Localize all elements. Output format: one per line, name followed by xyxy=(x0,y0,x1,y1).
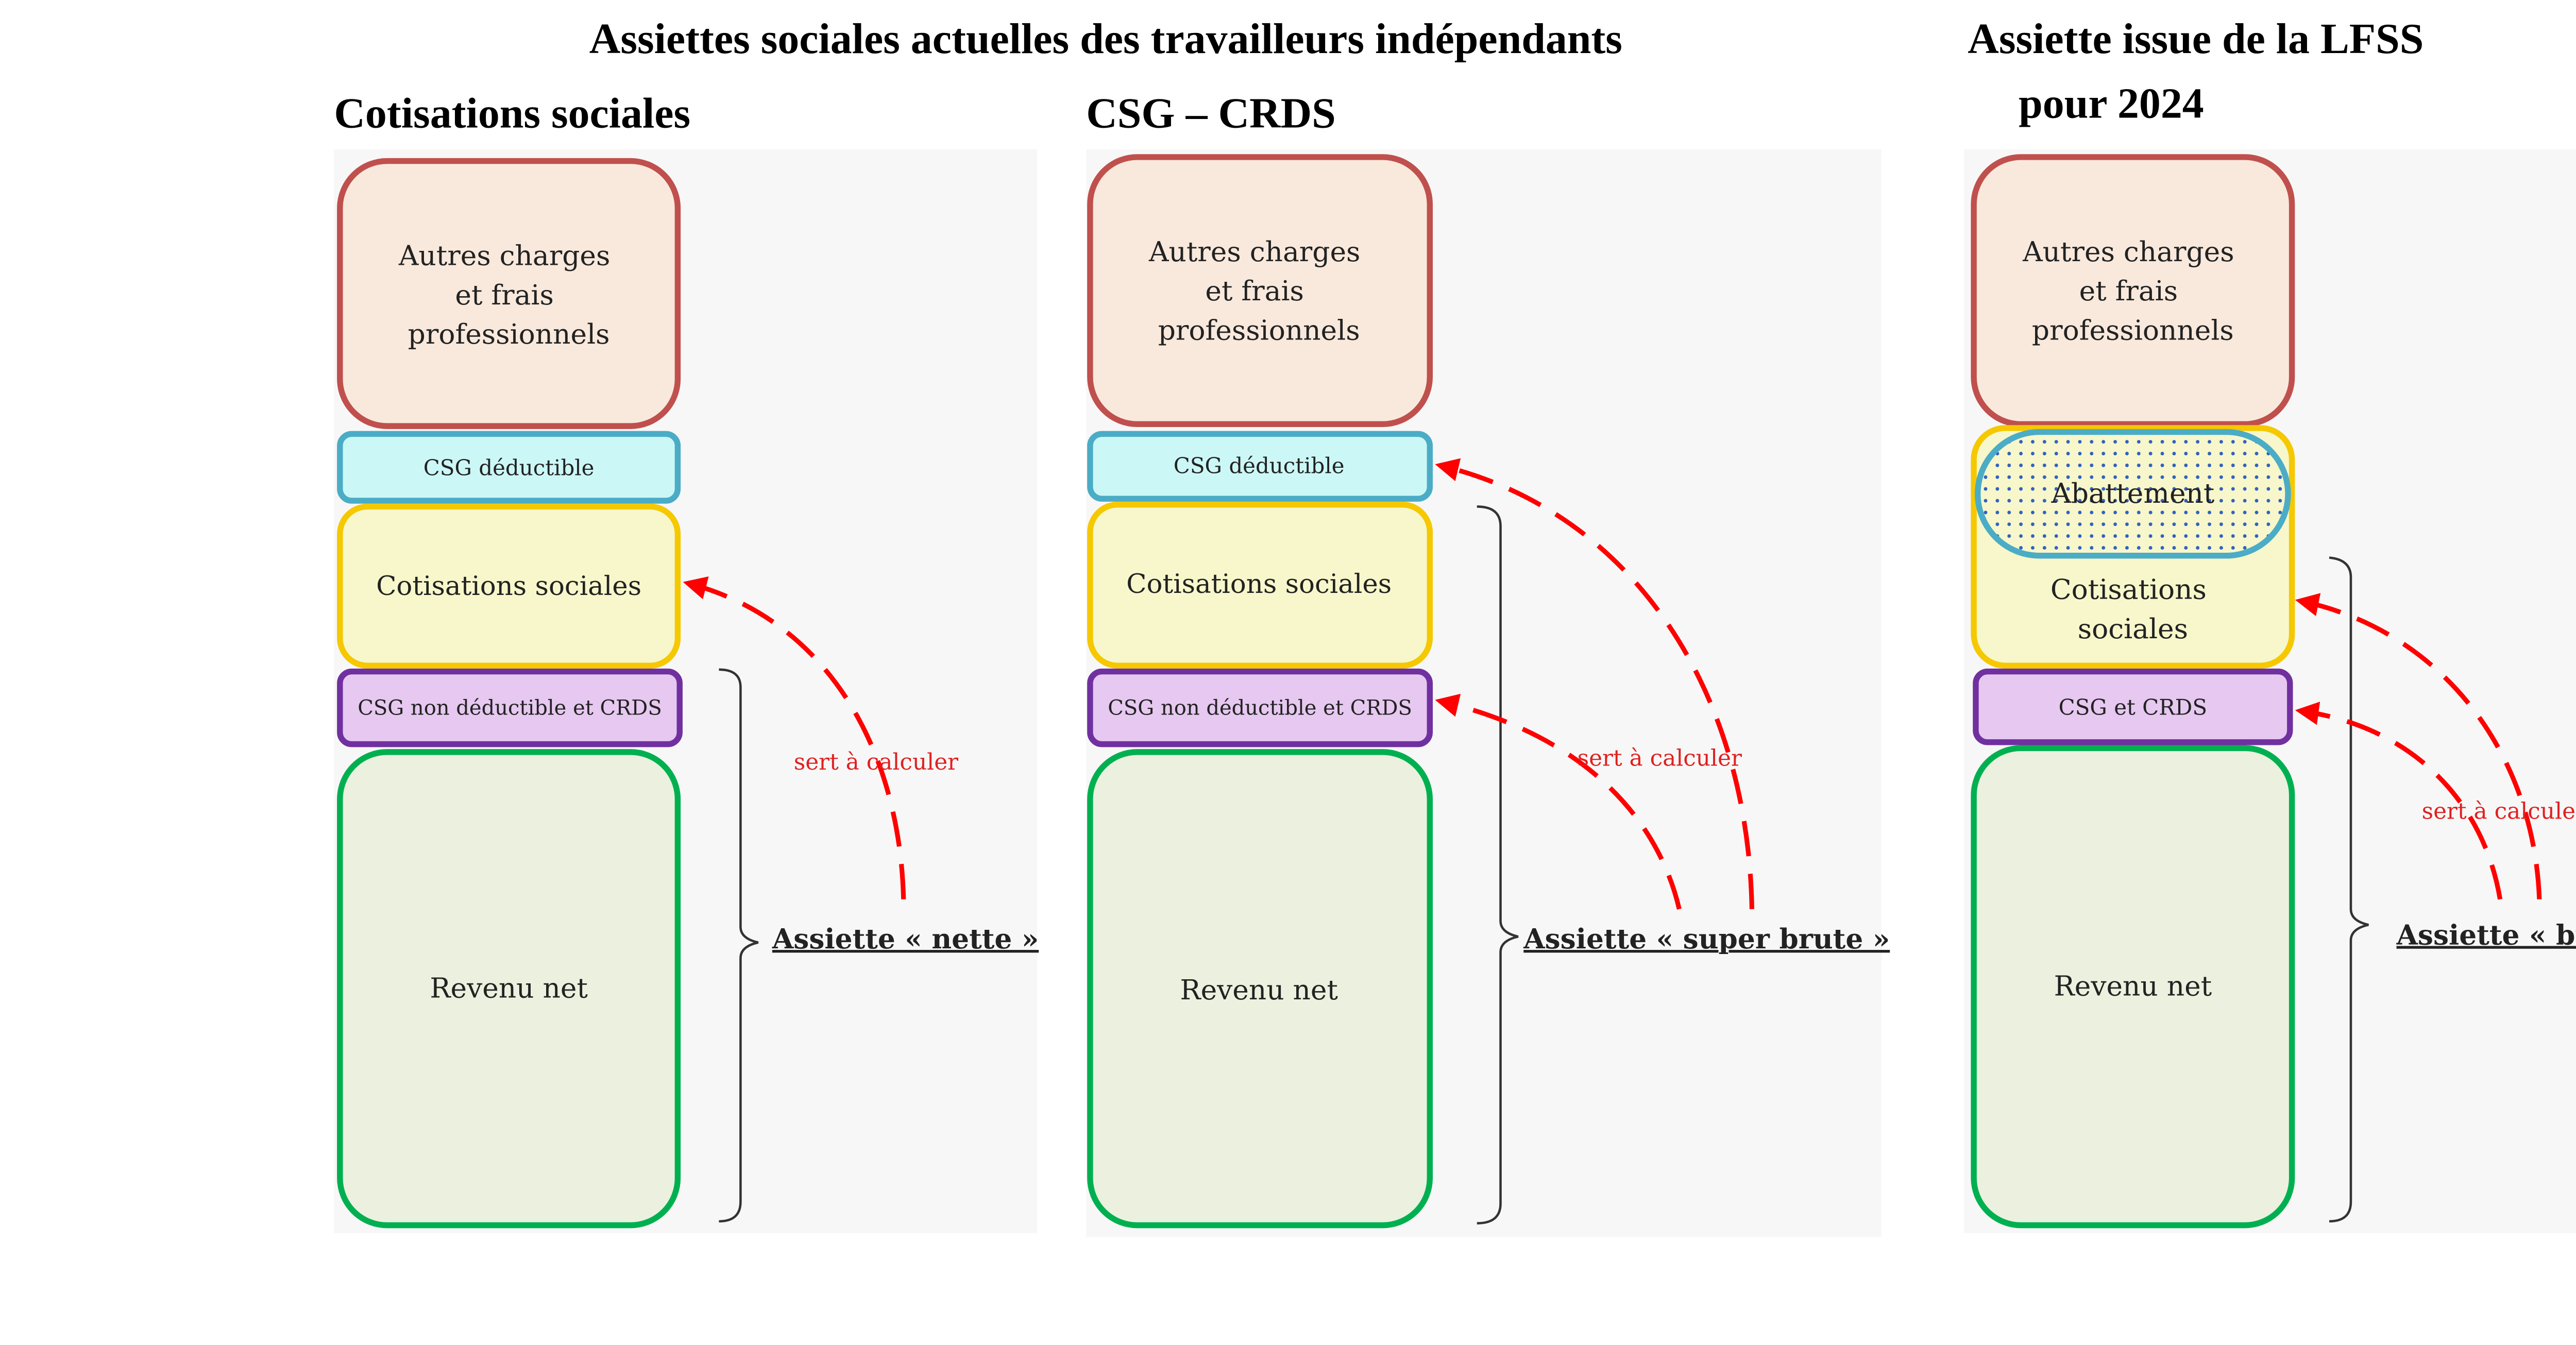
main-title: Assiettes sociales actuelles des travail… xyxy=(589,15,1622,63)
csg-non-deductible-label: CSG non déductible et CRDS xyxy=(1108,696,1412,720)
dashed-arrow-csg-non-deductible xyxy=(1435,693,1682,910)
autres-line3: professionnels xyxy=(408,318,610,350)
panel1-heading: Cotisations sociales xyxy=(334,90,690,138)
csg-deductible-label: CSG déductible xyxy=(1174,453,1345,479)
panel-lfss-2024: Autres charges et frais professionnels A… xyxy=(1971,154,2576,1229)
autres-line2: et frais xyxy=(2079,275,2178,307)
autres-line2: et frais xyxy=(1205,275,1304,307)
block-csg-non-deductible xyxy=(1087,668,1433,747)
block-csg-deductible xyxy=(337,431,681,504)
cotisations-line2: sociales xyxy=(2078,612,2188,645)
svg-text:Autres charges et frais: Autres charges et frais professionnels xyxy=(2022,235,2243,346)
csg-non-deductible-label: CSG non déductible et CRDS xyxy=(358,696,662,720)
brace xyxy=(1477,505,1519,1224)
block-revenu-net xyxy=(1971,745,2295,1229)
cotisations-label: Cotisations sociales xyxy=(1126,569,1392,600)
csg-deductible-label: CSG déductible xyxy=(423,455,595,480)
autres-line1: Autres charges xyxy=(2022,235,2234,268)
panel2-heading: CSG – CRDS xyxy=(1086,90,1336,138)
dashed-arrow xyxy=(683,576,906,899)
lfss-title-line1: Assiette issue de la LFSS xyxy=(1968,15,2424,63)
autres-line1: Autres charges xyxy=(398,240,610,272)
brace xyxy=(2329,556,2369,1223)
svg-text:Autres charges et frais: Autres charges et frais professionnels xyxy=(398,240,619,350)
block-autres-charges xyxy=(1087,154,1433,428)
revenu-net-label: Revenu net xyxy=(430,972,588,1004)
block-abattement xyxy=(1975,429,2291,559)
block-csg-non-deductible xyxy=(337,668,683,747)
block-autres-charges xyxy=(1971,154,2295,428)
arrow-label: sert à calculer xyxy=(1578,745,1742,772)
cotisations-line1: Cotisations xyxy=(2050,573,2207,606)
brace xyxy=(719,668,759,1223)
block-autres-charges xyxy=(337,158,681,429)
autres-line1: Autres charges xyxy=(1148,235,1360,268)
dashed-arrow-cotisations xyxy=(2295,593,2542,899)
block-revenu-net xyxy=(337,749,681,1229)
svg-text:Cotisations sociales: Cotisations sociales xyxy=(2050,573,2215,645)
block-csg-crds xyxy=(1973,668,2293,745)
arrow-label: sert à calculer xyxy=(2422,798,2576,824)
svg-text:Autres charges et frais: Autres charges et frais professionnels xyxy=(1148,235,1369,346)
autres-line3: professionnels xyxy=(1158,314,1360,346)
block-csg-deductible xyxy=(1087,431,1433,502)
panel-csg-crds: Autres charges et frais professionnels C… xyxy=(1087,154,1890,1229)
assiette-super-brute-label: Assiette « super brute » xyxy=(1523,923,1890,955)
revenu-net-label: Revenu net xyxy=(1180,974,1338,1006)
block-cotisations xyxy=(337,503,681,669)
dashed-arrow-csg-deductible xyxy=(1435,458,1754,909)
arrow-label: sert à calculer xyxy=(794,749,958,775)
cotisations-label: Cotisations sociales xyxy=(376,571,641,602)
autres-line3: professionnels xyxy=(2032,314,2234,346)
block-revenu-net xyxy=(1087,749,1433,1229)
block-cotisations xyxy=(1087,501,1433,669)
panel-cotisations: Autres charges et frais professionnels C… xyxy=(337,158,1039,1229)
assiette-brute-label: Assiette « brute » xyxy=(2396,918,2576,951)
autres-line2: et frais xyxy=(455,279,554,311)
lfss-title-line2: pour 2024 xyxy=(2019,80,2204,128)
assiette-nette-label: Assiette « nette » xyxy=(772,923,1039,955)
dashed-arrow-csg-crds xyxy=(2295,702,2503,900)
revenu-net-label: Revenu net xyxy=(2054,970,2212,1002)
abattement-label: Abattement xyxy=(2050,477,2215,509)
csg-crds-label: CSG et CRDS xyxy=(2059,694,2207,720)
